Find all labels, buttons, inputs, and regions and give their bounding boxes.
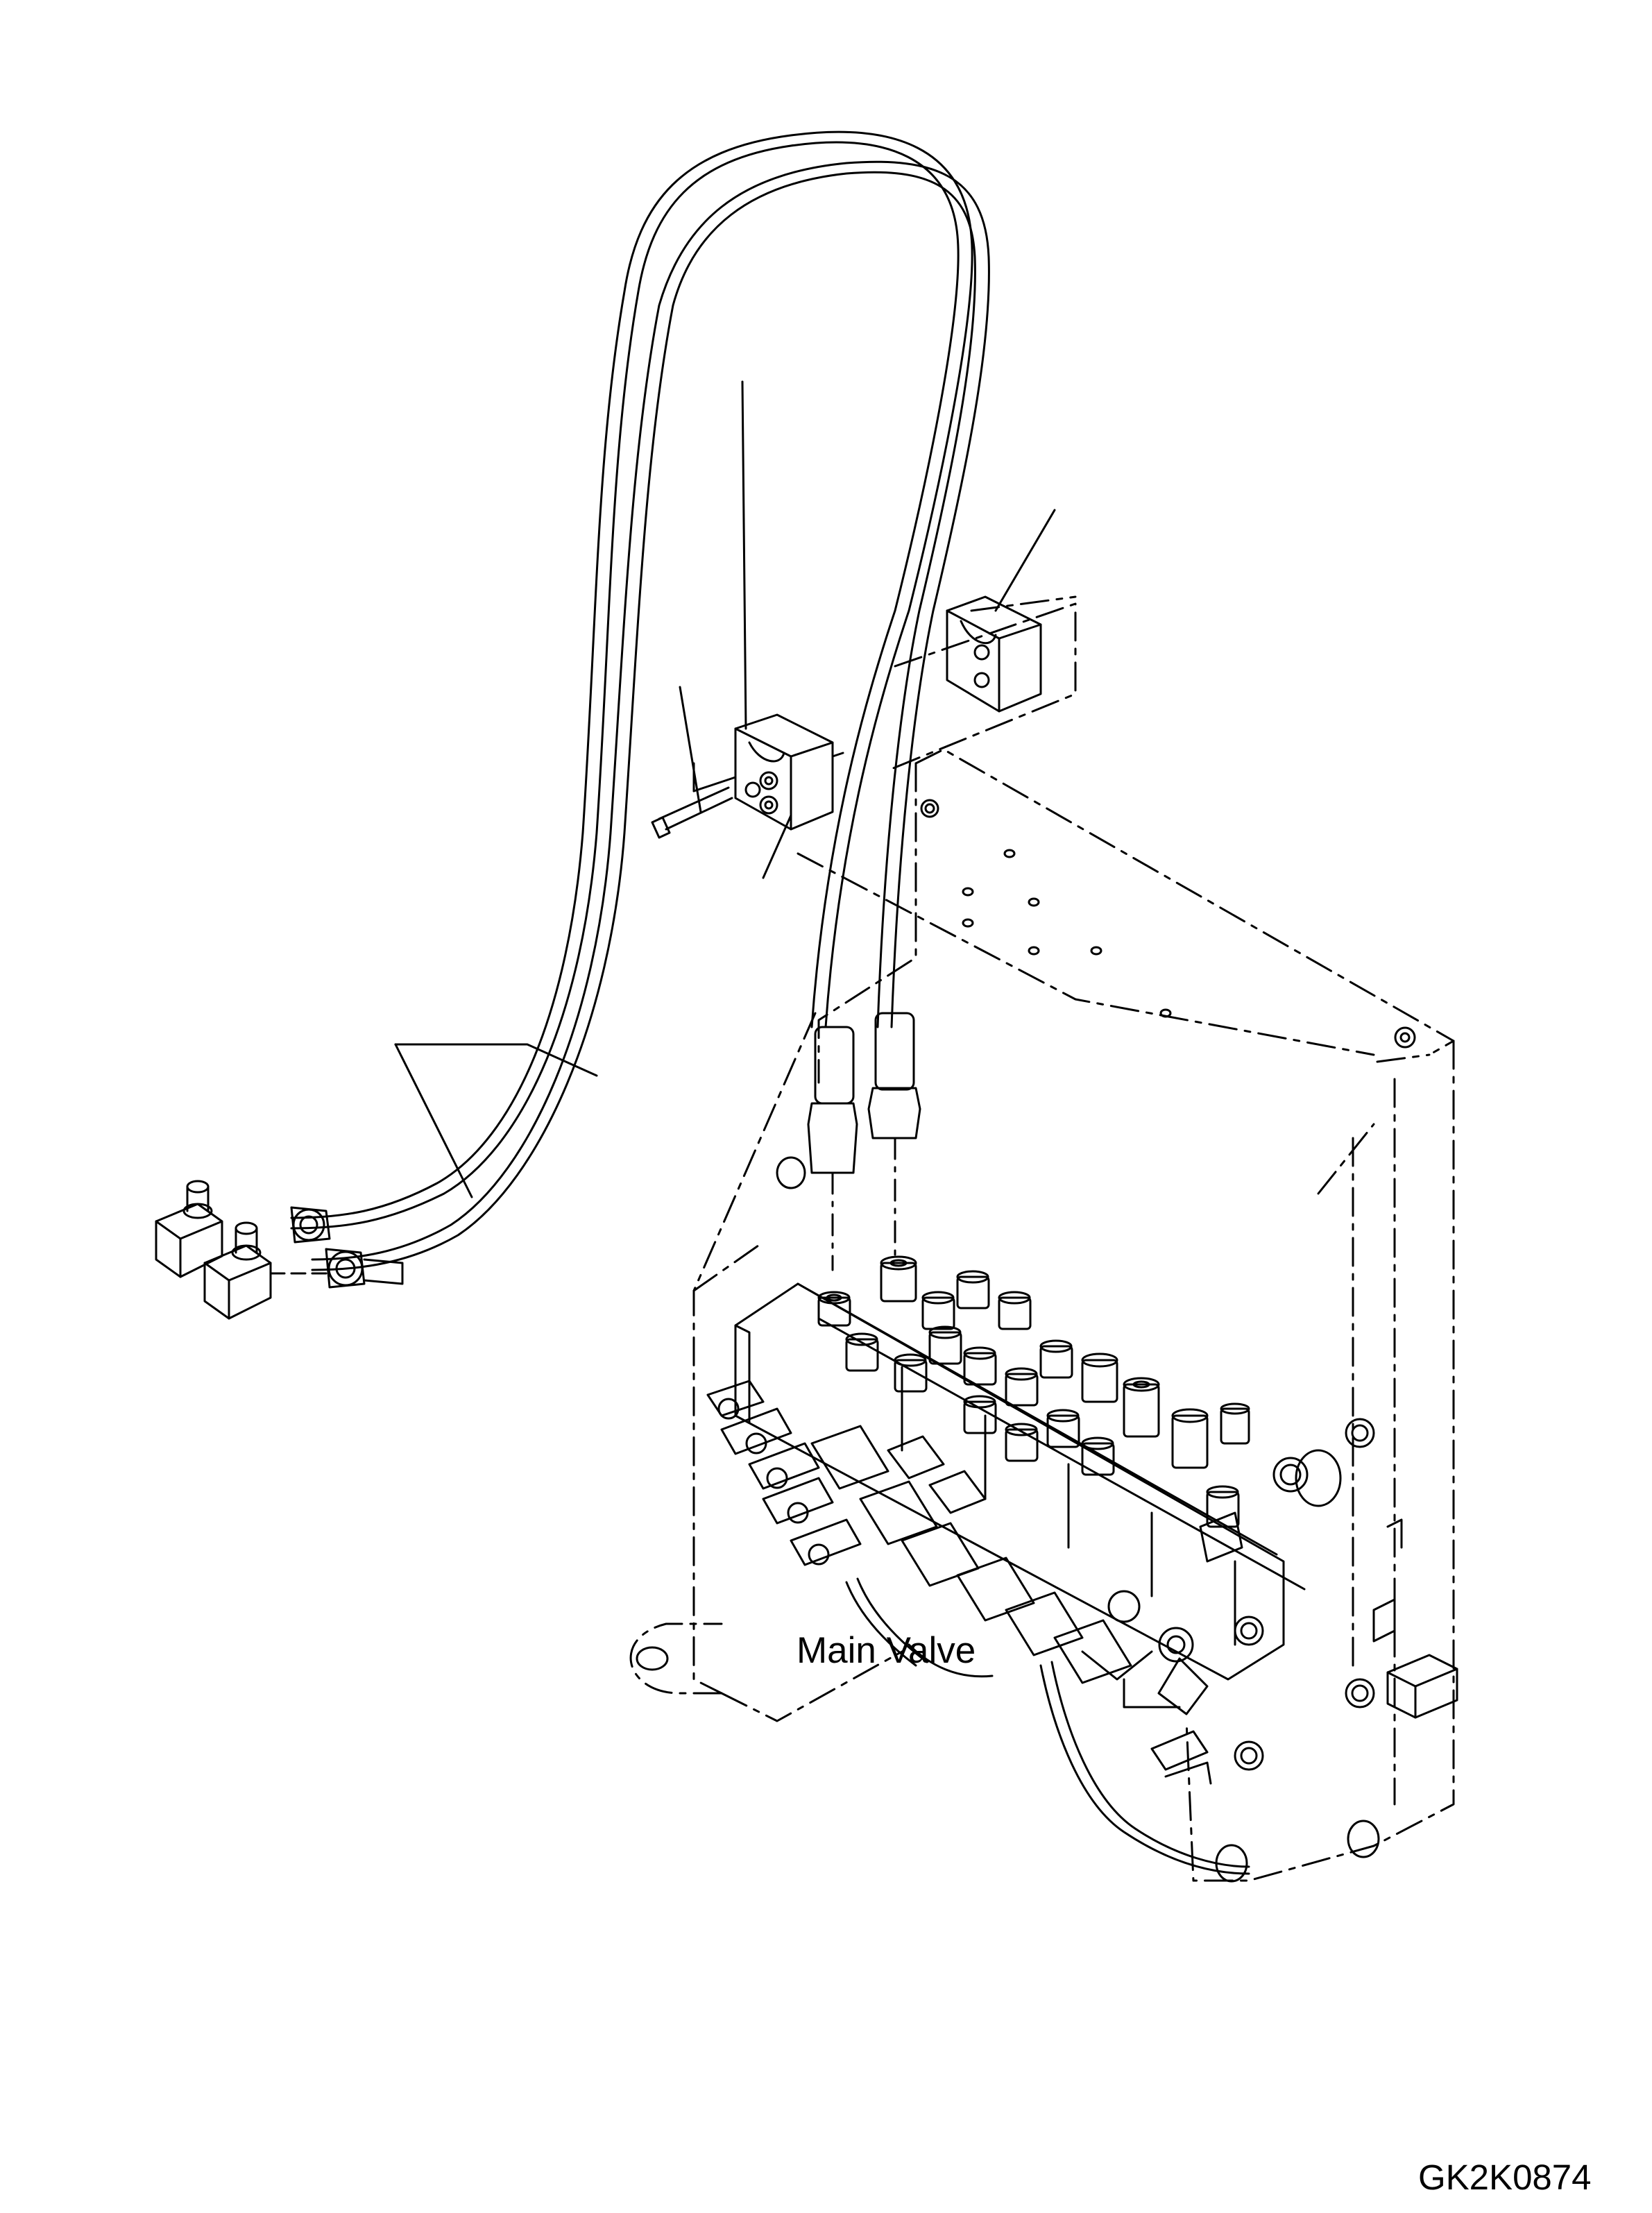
frame-side-tabs	[1374, 1520, 1457, 1718]
leader-lines	[395, 382, 1055, 1197]
frame-holes	[637, 800, 1415, 1881]
drawing-code: GK2K0874	[1418, 2157, 1592, 2197]
hose-caps	[156, 1181, 326, 1319]
hose-clamp-lower	[652, 715, 843, 838]
hose-fittings-lower	[808, 1013, 920, 1270]
hose-fittings-left	[291, 1207, 402, 1287]
hose-clamp-upper	[947, 597, 1041, 711]
frame-bracket	[631, 597, 1454, 1881]
hose-assembly	[291, 132, 989, 1270]
valve-ports-side	[708, 1381, 1242, 1683]
valve-ports-top	[819, 1257, 1249, 1527]
valve-pilot-lines	[846, 1579, 1249, 1874]
main-valve-label: Main Valve	[797, 1630, 976, 1671]
